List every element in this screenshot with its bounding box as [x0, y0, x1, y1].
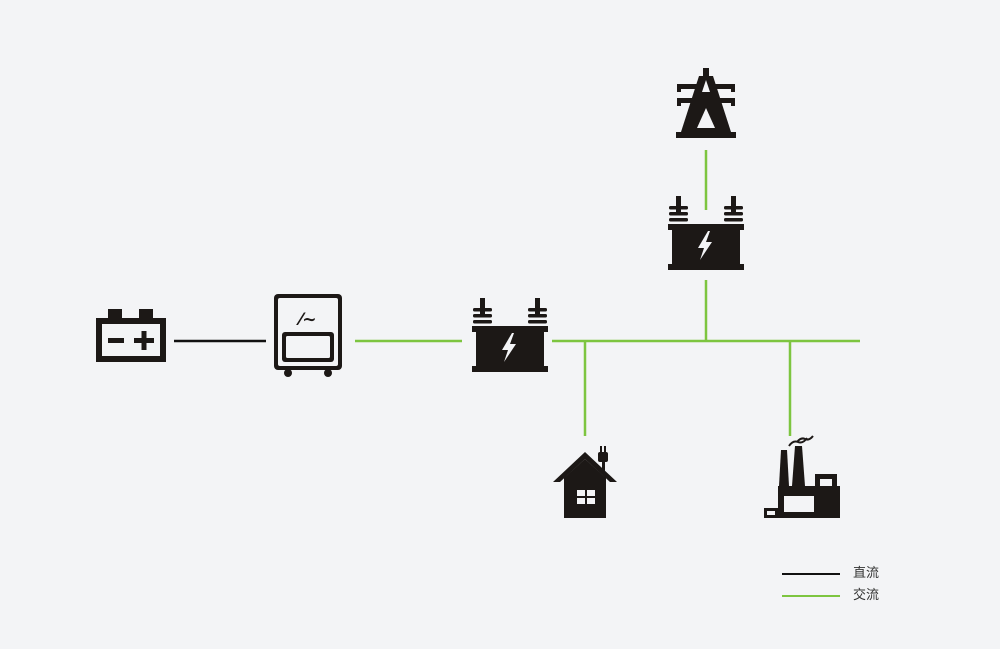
transformer-icon — [668, 196, 744, 270]
house-icon — [553, 446, 617, 518]
ac-lines — [355, 150, 860, 436]
legend-ac-label: 交流 — [853, 588, 880, 603]
inverter-symbol: ⁄∼ — [295, 310, 316, 330]
legend-dc-label: 直流 — [853, 566, 880, 581]
factory-icon — [764, 435, 840, 518]
inverter-icon: ⁄∼ — [274, 294, 342, 377]
transmission-tower-icon — [676, 68, 736, 138]
transformer-icon — [472, 298, 548, 372]
battery-icon — [96, 309, 166, 362]
